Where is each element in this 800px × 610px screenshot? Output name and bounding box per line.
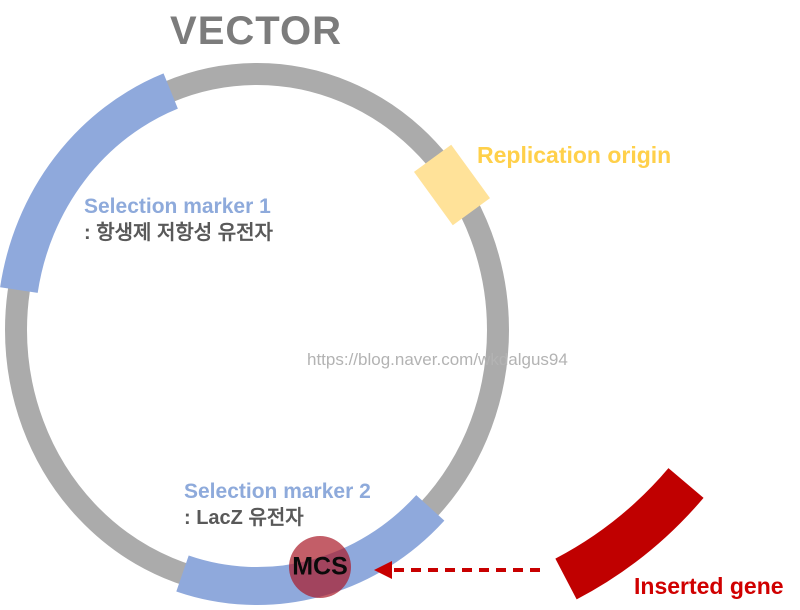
selection-marker-2-description: : LacZ 유전자 bbox=[184, 506, 304, 529]
replication-origin-label: Replication origin bbox=[477, 142, 672, 168]
mcs-label: MCS bbox=[292, 552, 348, 581]
mcs-circle bbox=[289, 536, 351, 598]
selection-marker-1-arc bbox=[0, 73, 179, 294]
page-title: VECTOR bbox=[170, 9, 342, 53]
replication-origin-marker bbox=[413, 144, 491, 226]
selection-marker-2-label-block: Selection marker 2 : LacZ 유전자 bbox=[184, 480, 371, 530]
inserted-gene-arc bbox=[555, 467, 704, 600]
selection-marker-1-description: : 항생제 저항성 유전자 bbox=[84, 221, 273, 244]
selection-marker-1-label-block: Selection marker 1 : 항생제 저항성 유전자 bbox=[84, 195, 273, 245]
selection-marker-2-label: Selection marker 2 bbox=[184, 480, 371, 503]
inserted-gene-label: Inserted gene bbox=[634, 573, 784, 599]
selection-marker-1-label: Selection marker 1 bbox=[84, 195, 271, 218]
insertion-arrowhead-icon bbox=[374, 561, 392, 579]
watermark-url: https://blog.naver.com/wkdalgus94 bbox=[307, 350, 568, 369]
replication-origin-square bbox=[413, 144, 491, 226]
